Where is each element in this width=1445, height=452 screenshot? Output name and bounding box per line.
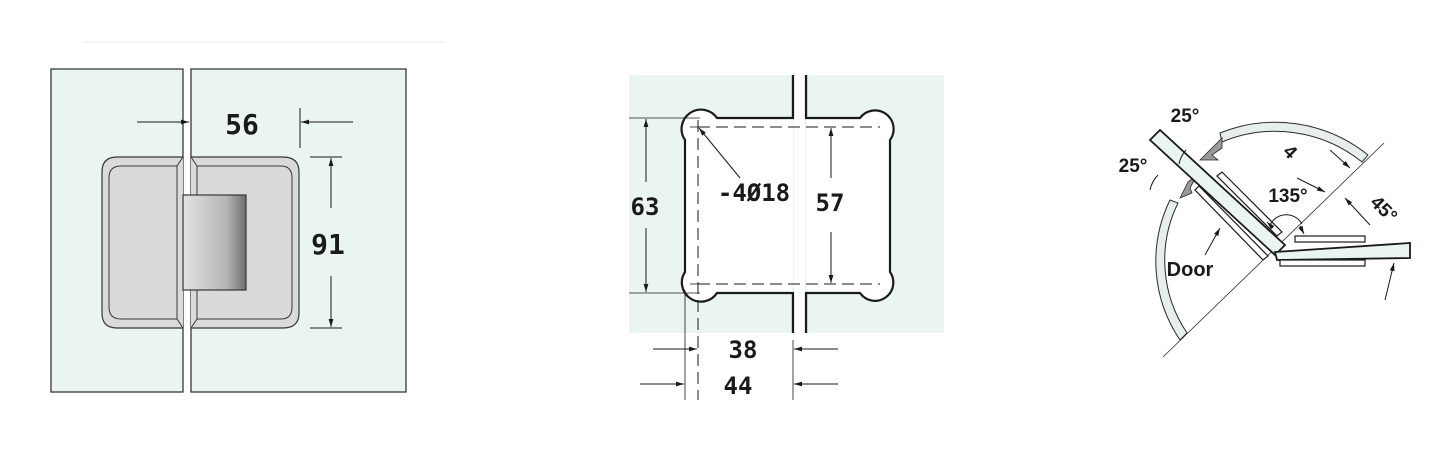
hinge-plate-outline [680,75,895,333]
front-view: 56 91 [50,41,445,393]
side-angle-label: 45° [1366,192,1401,227]
left-angle-label: 25° [1119,156,1148,177]
door-glass [1148,128,1287,257]
fixed-glass [1273,242,1411,261]
hole-callout: -4Ø18 [718,179,790,207]
hinge-angle-label: 135° [1268,186,1307,207]
hole-spacing-dimension: 57 [816,189,845,217]
thickness-label: 4 [1278,141,1301,164]
outer-width-dimension: 44 [724,372,753,400]
swing-arc [1219,121,1369,163]
inner-width-dimension: 38 [729,336,758,364]
hinge-left-plate [101,156,183,329]
hinge-barrel [182,194,247,291]
top-angle-label: 25° [1171,106,1200,127]
width-dimension: 56 [225,108,259,141]
swing-view: 25° 25° 4 135° 45° Door [1119,106,1411,358]
plate-view: 63 57 -4Ø18 38 44 [629,75,944,400]
height-dimension: 91 [311,228,345,261]
door-label: Door [1167,259,1214,281]
overall-height-dimension: 63 [631,193,660,221]
